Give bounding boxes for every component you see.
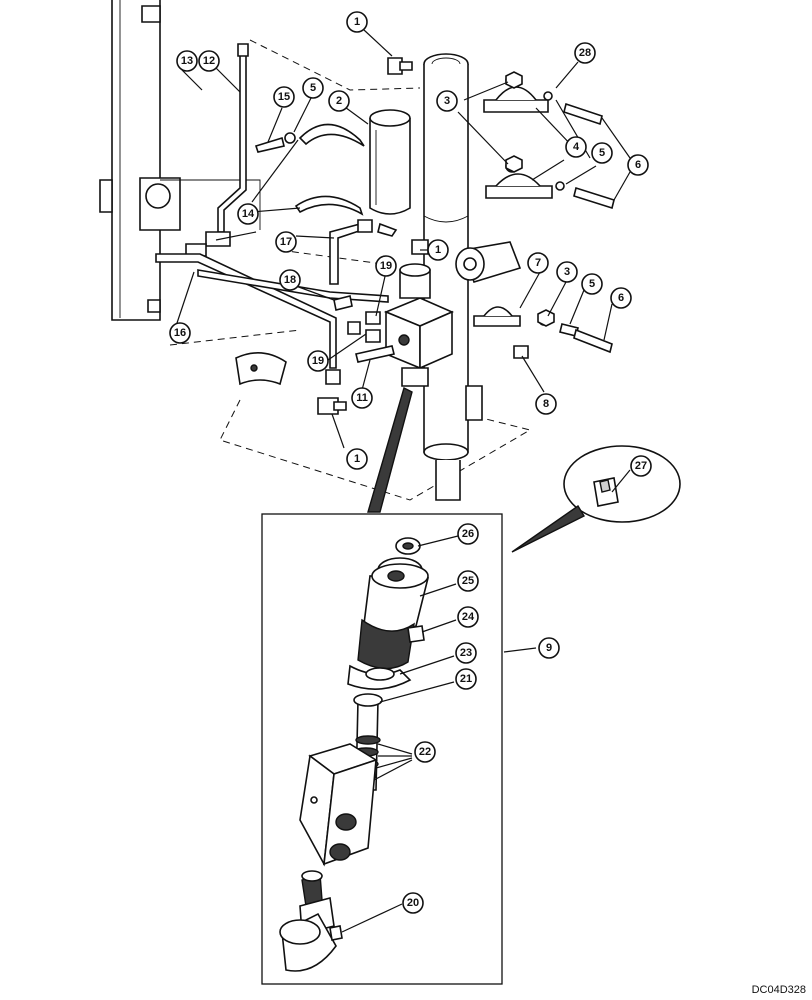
svg-text:1: 1: [354, 453, 360, 465]
callout-11: 11: [351, 387, 373, 409]
detail-pointer: [367, 386, 413, 513]
callout-5-right: 5: [581, 273, 603, 295]
svg-text:27: 27: [635, 460, 647, 472]
small-bracket: [235, 352, 287, 386]
svg-text:25: 25: [462, 575, 474, 587]
svg-text:9: 9: [546, 642, 552, 654]
svg-text:1: 1: [435, 244, 441, 256]
svg-text:14: 14: [242, 208, 255, 220]
callout-18: 18: [279, 269, 301, 291]
svg-text:3: 3: [444, 95, 450, 107]
svg-text:16: 16: [174, 327, 186, 339]
solenoid-valve-exploded: [279, 537, 430, 972]
callout-8: 8: [535, 393, 557, 415]
u-clamps: [254, 123, 365, 216]
callout-6-upper: 6: [627, 154, 649, 176]
svg-text:2: 2: [336, 95, 342, 107]
frame-plate: [99, 0, 261, 321]
callout-26: 26: [457, 523, 479, 545]
callout-19-upper: 19: [375, 255, 397, 277]
callout-9: 9: [538, 637, 560, 659]
svg-text:6: 6: [618, 292, 624, 304]
svg-text:4: 4: [573, 141, 580, 153]
callout-28: 28: [574, 42, 596, 64]
svg-text:26: 26: [462, 528, 474, 540]
callout-25: 25: [457, 570, 479, 592]
svg-text:7: 7: [535, 257, 541, 269]
svg-text:3: 3: [564, 266, 570, 278]
svg-text:5: 5: [599, 147, 605, 159]
svg-text:19: 19: [312, 355, 324, 367]
callout-17: 17: [275, 231, 297, 253]
svg-text:13: 13: [181, 55, 193, 67]
callout-27: 27: [630, 455, 652, 477]
svg-text:5: 5: [589, 278, 595, 290]
callout-3-right: 3: [556, 261, 578, 283]
svg-text:11: 11: [356, 392, 368, 404]
callout-12: 12: [198, 50, 220, 72]
callout-22: 22: [414, 741, 436, 763]
svg-text:5: 5: [310, 82, 316, 94]
svg-text:17: 17: [280, 236, 292, 248]
callout-24: 24: [457, 606, 479, 628]
drawing-code: DC04D328: [751, 984, 806, 996]
callout-21: 21: [455, 668, 477, 690]
inset-detail-frame: [261, 513, 503, 985]
reference-outlines: [169, 39, 532, 501]
callout-5-left: 5: [302, 77, 324, 99]
hex-nuts: [505, 71, 555, 327]
svg-text:24: 24: [462, 611, 475, 623]
svg-text:6: 6: [635, 159, 641, 171]
svg-text:12: 12: [203, 55, 215, 67]
connector-bubble: [511, 445, 681, 553]
svg-text:15: 15: [278, 91, 290, 103]
callout-3-upper: 3: [436, 90, 458, 112]
callout-14: 14: [237, 203, 259, 225]
callout-19-lower: 19: [307, 350, 329, 372]
filter-canister: [369, 109, 411, 215]
callout-1-lower: 1: [346, 448, 368, 470]
svg-text:28: 28: [579, 47, 591, 59]
svg-text:23: 23: [460, 647, 472, 659]
valve-block-upper: [333, 263, 454, 387]
inset-leader-lines: [341, 469, 631, 933]
callout-2: 2: [328, 90, 350, 112]
pivot-arm: [455, 241, 613, 359]
callout-5-upper-right: 5: [591, 142, 613, 164]
svg-text:8: 8: [543, 398, 549, 410]
svg-text:19: 19: [380, 260, 392, 272]
clamp-bracket-upper: [483, 73, 603, 126]
elbow-fittings: [317, 57, 429, 415]
svg-text:21: 21: [460, 673, 472, 685]
callout-16: 16: [169, 322, 191, 344]
callout-4: 4: [565, 136, 587, 158]
callout-1-middle: 1: [427, 239, 449, 261]
svg-text:20: 20: [407, 897, 419, 909]
callout-1-top: 1: [346, 11, 368, 33]
callout-20: 20: [402, 892, 424, 914]
svg-text:18: 18: [284, 274, 296, 286]
callout-15: 15: [273, 86, 295, 108]
callout-23: 23: [455, 642, 477, 664]
svg-text:1: 1: [354, 16, 360, 28]
callout-13: 13: [176, 50, 198, 72]
callout-6-right: 6: [610, 287, 632, 309]
callout-7: 7: [527, 252, 549, 274]
svg-text:22: 22: [419, 746, 431, 758]
